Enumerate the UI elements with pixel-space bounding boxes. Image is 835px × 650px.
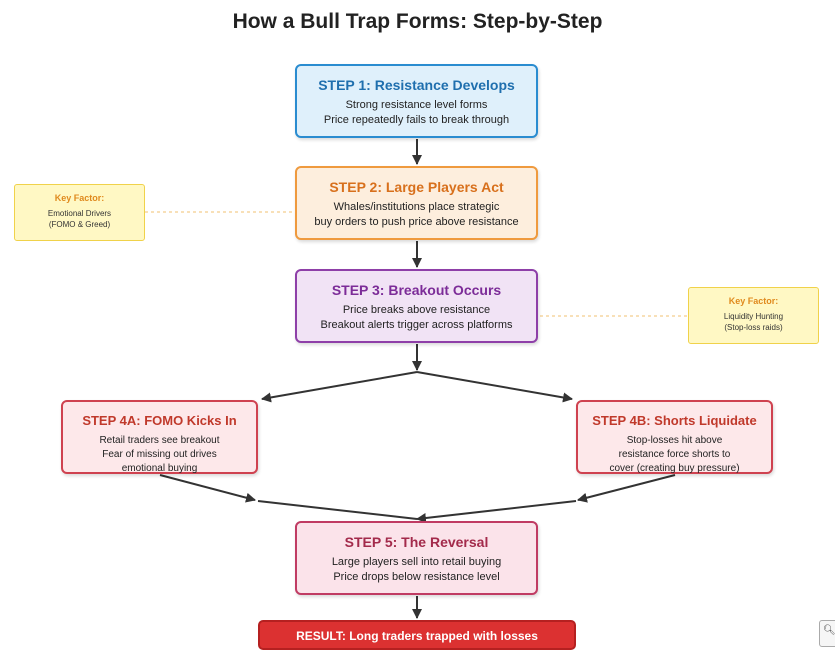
step-3-heading: STEP 3: Breakout Occurs — [331, 282, 502, 298]
key-factor-liquidity: Key Factor: Liquidity Hunting (Stop-loss… — [688, 287, 819, 344]
key-factor-line-2: (Stop-loss raids) — [724, 323, 783, 332]
step-1-box: STEP 1: Resistance Develops Strong resis… — [295, 64, 538, 138]
arrow-to-s4b — [416, 371, 573, 403]
step-2-box: STEP 2: Large Players Act Whales/institu… — [295, 166, 538, 240]
step-4a-line-1: Retail traders see breakout — [99, 435, 220, 446]
key-factor-label: Key Factor: — [728, 296, 779, 306]
step-1-line-2: Price repeatedly fails to break through — [323, 114, 510, 126]
step-4b-line-2: resistance force shorts to — [618, 449, 731, 460]
key-factor-emotional: Key Factor: Emotional Drivers (FOMO & Gr… — [14, 184, 145, 241]
step-3-box: STEP 3: Breakout Occurs Price breaks abo… — [295, 269, 538, 343]
step-4b-box: STEP 4B: Shorts Liquidate Stop-losses hi… — [576, 400, 773, 474]
step-4b-line-3: cover (creating buy pressure) — [609, 463, 740, 474]
step-4a-line-3: emotional buying — [121, 463, 198, 474]
step-3-line-2: Breakout alerts trigger across platforms — [320, 319, 513, 331]
step-1-heading: STEP 1: Resistance Develops — [318, 77, 515, 93]
step-5-box: STEP 5: The Reversal Large players sell … — [295, 521, 538, 595]
key-factor-label: Key Factor: — [54, 193, 105, 203]
step-5-heading: STEP 5: The Reversal — [344, 534, 489, 550]
key-factor-line-1: Emotional Drivers — [47, 209, 112, 218]
step-4a-line-2: Fear of missing out drives — [102, 449, 217, 460]
arrow-s4b-merge — [577, 474, 676, 503]
merge-line-right — [416, 500, 577, 523]
key-factor-line-2: (FOMO & Greed) — [48, 220, 111, 229]
step-5-line-1: Large players sell into retail buying — [331, 556, 502, 568]
arrow-to-s4a — [261, 371, 418, 403]
step-4b-heading: STEP 4B: Shorts Liquidate — [592, 413, 757, 428]
step-4b-line-1: Stop-losses hit above — [626, 435, 723, 446]
step-1-line-1: Strong resistance level forms — [345, 99, 488, 111]
step-2-line-2: buy orders to push price above resistanc… — [314, 216, 519, 228]
step-2-heading: STEP 2: Large Players Act — [329, 179, 504, 195]
diagram-title: How a Bull Trap Forms: Step-by-Step — [232, 10, 603, 33]
result-box: RESULT: Long traders trapped with losses — [258, 620, 576, 650]
step-4a-heading: STEP 4A: FOMO Kicks In — [82, 413, 237, 428]
merge-line-left — [257, 500, 418, 520]
step-3-line-1: Price breaks above resistance — [342, 304, 491, 316]
arrow-s4a-merge — [159, 474, 256, 503]
magnifier-icon: 🔍︎ — [823, 625, 835, 636]
step-5-line-2: Price drops below resistance level — [333, 571, 500, 583]
zoom-button[interactable]: 🔍︎ — [819, 620, 835, 647]
key-factor-line-1: Liquidity Hunting — [723, 312, 784, 321]
step-2-line-1: Whales/institutions place strategic — [333, 201, 500, 213]
step-4a-box: STEP 4A: FOMO Kicks In Retail traders se… — [61, 400, 258, 474]
